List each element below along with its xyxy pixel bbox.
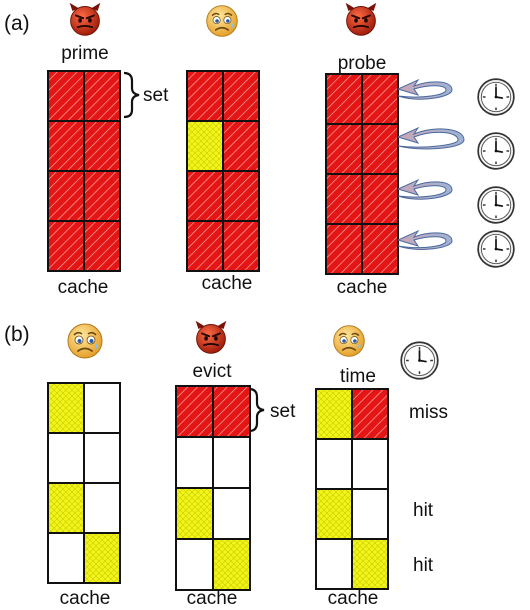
result-hit: hit	[413, 555, 434, 576]
cache-line-red	[325, 223, 363, 275]
cache-line-red	[47, 170, 85, 222]
result-hit: hit	[413, 500, 434, 521]
cache-line-red	[222, 70, 260, 122]
victim-b-cache-grid	[47, 382, 121, 584]
cache-line-yellow	[315, 488, 353, 540]
cache-line-yellow	[47, 482, 85, 534]
cache-line-yellow	[83, 532, 121, 584]
cache-line-red	[325, 173, 363, 225]
cache-line-yellow	[351, 538, 389, 590]
cache-line-empty	[315, 538, 353, 590]
cache-line-empty	[212, 487, 251, 540]
result-miss: miss	[409, 402, 448, 423]
cache-line-empty	[351, 438, 389, 490]
cache-line-red	[186, 220, 224, 272]
worried-face-icon	[332, 324, 366, 358]
evict-cache-caption: cache	[187, 588, 238, 609]
clock-icon	[477, 132, 515, 170]
cache-line-yellow	[315, 388, 353, 440]
prime-title: prime	[61, 43, 109, 64]
set-brace	[248, 387, 265, 433]
clock-icon	[400, 341, 439, 380]
cache-line-yellow	[175, 487, 214, 540]
cache-line-yellow	[186, 120, 224, 172]
cache-line-empty	[175, 538, 214, 591]
cache-line-red	[222, 220, 260, 272]
cache-line-empty	[315, 438, 353, 490]
probe-arrows	[396, 78, 465, 250]
panel-b-label: (b)	[4, 323, 30, 346]
probe-cache-grid	[325, 73, 399, 275]
cache-line-red	[361, 223, 399, 275]
cache-line-red	[47, 120, 85, 172]
probe-title: probe	[338, 53, 387, 74]
cache-line-red	[83, 220, 121, 272]
victim-cache-caption: cache	[202, 273, 253, 294]
probe-arrow-icon	[396, 126, 465, 150]
worried-face-icon	[205, 4, 239, 38]
cache-line-empty	[47, 532, 85, 584]
devil-icon	[194, 320, 228, 355]
clock-icon	[477, 230, 515, 268]
cache-line-red	[361, 73, 399, 125]
cache-line-red	[175, 385, 214, 438]
clock-icon	[477, 78, 515, 116]
time-title: time	[340, 366, 376, 387]
panel-a-label: (a)	[4, 12, 30, 35]
prime-set-label: set	[143, 85, 169, 106]
cache-line-empty	[83, 482, 121, 534]
cache-line-red	[325, 123, 363, 175]
cache-line-red	[325, 73, 363, 125]
probe-cache-caption: cache	[337, 277, 388, 298]
cache-line-red	[361, 173, 399, 225]
cache-line-empty	[47, 432, 85, 484]
clock-icon	[477, 186, 515, 224]
cache-line-red	[83, 70, 121, 122]
probe-arrow-icon	[396, 229, 453, 250]
devil-icon	[68, 2, 102, 37]
time-cache-grid	[315, 388, 389, 590]
cache-line-yellow	[47, 382, 85, 434]
cache-line-red	[222, 120, 260, 172]
devil-icon	[344, 2, 378, 37]
cache-line-red	[47, 220, 85, 272]
worried-face-icon	[67, 323, 103, 359]
cache-line-empty	[175, 436, 214, 489]
cache-line-red	[186, 70, 224, 122]
cache-line-red	[83, 170, 121, 222]
evict-title: evict	[192, 361, 232, 382]
victim-b-cache-caption: cache	[60, 588, 111, 609]
evict-set-label: set	[270, 401, 296, 422]
cache-line-red	[361, 123, 399, 175]
time-cache-caption: cache	[328, 588, 379, 609]
prime-cache-caption: cache	[58, 277, 109, 298]
cache-line-red	[351, 388, 389, 440]
prime-cache-grid	[47, 70, 121, 272]
cache-line-red	[47, 70, 85, 122]
cache-line-red	[222, 170, 260, 222]
cache-line-empty	[351, 488, 389, 540]
cache-line-yellow	[212, 538, 251, 591]
set-brace	[123, 71, 140, 119]
cache-line-red	[186, 170, 224, 222]
victim-cache-grid	[186, 70, 260, 272]
probe-arrow-icon	[396, 78, 453, 100]
evict-cache-grid	[175, 385, 251, 591]
cache-line-red	[212, 385, 251, 438]
probe-arrow-icon	[396, 178, 453, 200]
cache-line-empty	[83, 382, 121, 434]
cache-line-red	[83, 120, 121, 172]
cache-line-empty	[212, 436, 251, 489]
cache-line-empty	[83, 432, 121, 484]
